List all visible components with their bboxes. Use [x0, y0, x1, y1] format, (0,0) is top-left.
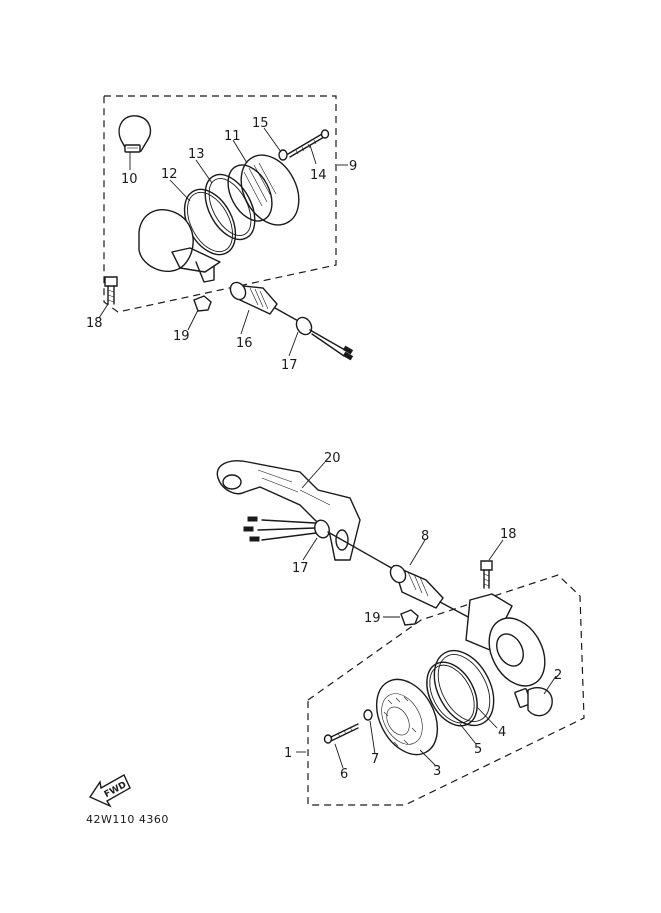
bottom-housing	[465, 593, 546, 687]
ring-part-5	[426, 661, 478, 727]
socket-part-8	[389, 564, 471, 619]
nut-part-19	[193, 295, 212, 312]
lens-part-3	[375, 678, 439, 756]
washer-part-7	[363, 709, 373, 721]
callout-19: 19	[173, 329, 190, 344]
callout-9: 9	[349, 159, 357, 174]
callout-6: 6	[340, 767, 348, 782]
callout-7: 7	[371, 752, 379, 767]
nut-part-19-bottom	[400, 609, 419, 626]
callout-4: 4	[498, 725, 506, 740]
callout-12: 12	[161, 167, 178, 182]
callout-3: 3	[433, 764, 441, 779]
callout-19-bottom: 19	[364, 611, 381, 626]
callout-5: 5	[474, 742, 482, 757]
screw-part-14	[287, 129, 330, 158]
bulb-part-10	[118, 115, 152, 153]
callout-17-bottom: 17	[292, 561, 309, 576]
callout-14: 14	[310, 168, 327, 183]
top-flasher-assembly: 9 10 11 12 13 14 15 16 17 18 19	[86, 95, 357, 373]
diagram-code: 42W110 4360	[86, 813, 169, 826]
top-callouts: 9 10 11 12 13 14 15 16 17 18 19	[86, 116, 357, 373]
top-assembly-boundary	[103, 95, 337, 313]
callout-20: 20	[324, 451, 341, 466]
top-housing	[138, 209, 221, 283]
callout-13: 13	[188, 147, 205, 162]
grommet-part-17	[274, 307, 354, 361]
bottom-flasher-assembly: 1 2 3 4 5 6 7 8 17 18 19 20	[216, 451, 585, 806]
bolt-part-18	[104, 276, 118, 305]
ring-part-13	[204, 173, 256, 241]
bottom-leader-lines	[296, 461, 557, 769]
grommet-part-17-bottom	[243, 516, 396, 571]
bracket-part-20	[216, 460, 361, 561]
gasket-part-4	[433, 649, 495, 727]
forward-direction-arrow: FWD	[88, 774, 131, 808]
bottom-assembly-boundary	[307, 574, 585, 806]
callout-2: 2	[554, 668, 562, 683]
callout-16: 16	[236, 336, 253, 351]
bolt-part-18-bottom	[480, 560, 493, 589]
callout-15: 15	[252, 116, 269, 131]
top-leader-lines	[98, 127, 348, 357]
bulb-part-2	[514, 686, 553, 717]
screw-part-6	[323, 723, 359, 744]
callout-8: 8	[421, 529, 429, 544]
socket-part-16	[229, 281, 278, 315]
callout-1: 1	[284, 746, 292, 761]
callout-17: 17	[281, 358, 298, 373]
callout-18-bottom: 18	[500, 527, 517, 542]
callout-10: 10	[121, 172, 138, 187]
washer-part-15	[278, 149, 288, 161]
bottom-callouts: 1 2 3 4 5 6 7 8 17 18 19 20	[284, 451, 562, 782]
callout-11: 11	[224, 129, 241, 144]
callout-18: 18	[86, 316, 103, 331]
